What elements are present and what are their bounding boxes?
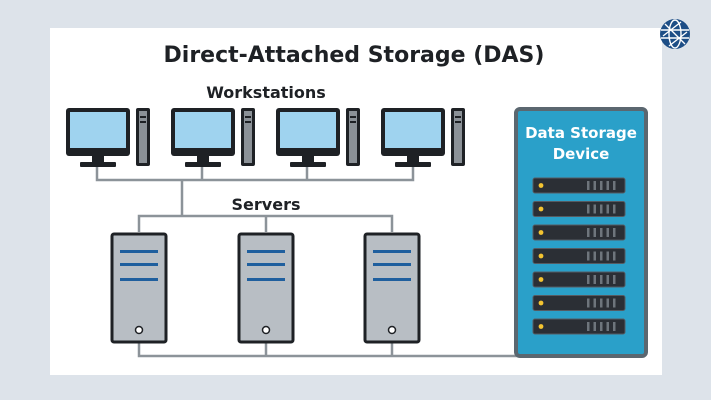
drive-bay-icon — [532, 224, 626, 241]
workstation-icon — [381, 108, 465, 167]
storage-label-line2: Device — [553, 145, 610, 163]
server-icon — [363, 232, 421, 344]
workstation-icon — [171, 108, 255, 167]
data-storage-device: Data Storage Device — [514, 107, 648, 358]
storage-label-line1: Data Storage — [525, 124, 637, 142]
server-icon — [237, 232, 295, 344]
workstation-icon — [66, 108, 150, 167]
globe-icon — [660, 19, 690, 49]
workstation-icon — [276, 108, 360, 167]
drive-bay-icon — [532, 248, 626, 264]
network-cables — [95, 166, 518, 358]
storage-cable — [137, 342, 518, 358]
workstations-label: Workstations — [206, 83, 326, 102]
servers-label: Servers — [232, 195, 301, 214]
drive-bay-icon — [532, 318, 626, 335]
server-icon — [110, 232, 168, 344]
drive-bay-icon — [532, 271, 626, 288]
drive-bay-icon — [532, 177, 626, 194]
drive-bay-icon — [532, 201, 626, 217]
drive-bay-icon — [532, 295, 626, 311]
diagram-title: Direct-Attached Storage (DAS) — [164, 43, 545, 68]
workstation-cable — [95, 166, 415, 182]
